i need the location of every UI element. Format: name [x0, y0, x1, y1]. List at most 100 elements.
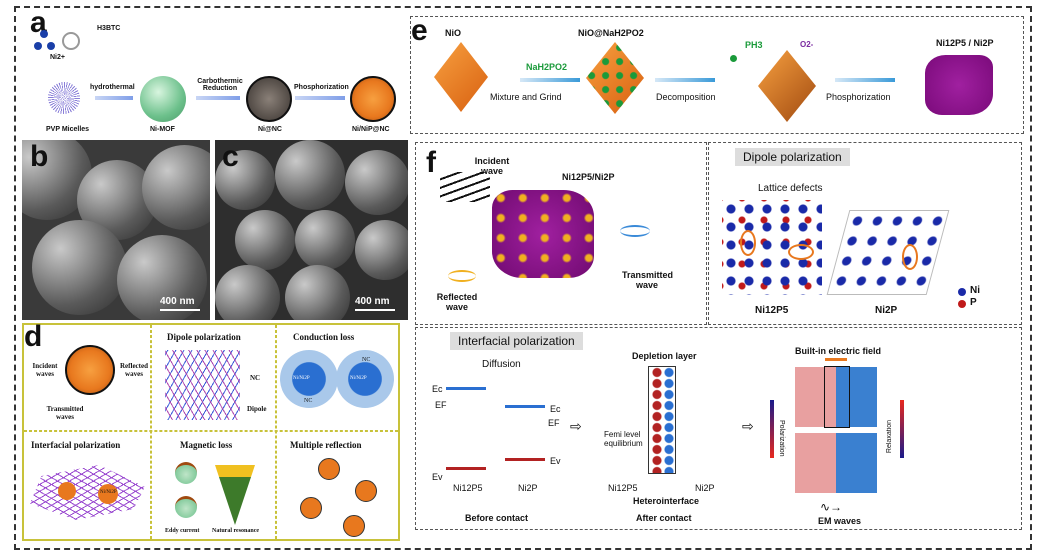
ph3-dot [730, 55, 737, 62]
ni-label: Ni2+ [50, 54, 65, 61]
ec-label: Ec [550, 404, 561, 414]
stage-label: NiO@NaH2PO2 [578, 28, 644, 38]
valence-band [505, 458, 545, 461]
eddy-current-label: Eddy current [165, 528, 200, 534]
incident-waves-label: Incident waves [32, 362, 58, 378]
panel-e-box [410, 16, 1024, 134]
reagent-label: NaH2PO2 [526, 62, 568, 72]
arrow-right-icon: ⇨ [742, 418, 754, 434]
ef-label: EF [548, 418, 560, 428]
core-label: Ni/Ni2P [350, 376, 367, 381]
cell-title: Dipole polarization [167, 332, 241, 342]
fermi-level-label: Femi level equilibrium [604, 430, 643, 448]
conduction-sphere [336, 350, 394, 408]
panel-f-wave-box [415, 142, 707, 325]
material-label: Ni12P5/Ni2P [562, 172, 615, 182]
ef-label: EF [435, 400, 447, 410]
p-legend-dot [958, 300, 966, 308]
cell-title: Multiple reflection [290, 440, 362, 450]
arrow-label: Phosphorization [294, 84, 349, 91]
arrow [196, 96, 240, 100]
ni-legend-label: Ni [970, 285, 980, 296]
diffusion-label: Diffusion [482, 359, 521, 370]
ni2p-label: Ni2P [695, 483, 715, 493]
step-label: Ni@NC [258, 126, 282, 133]
arrow [520, 78, 580, 82]
absorber-sphere [65, 345, 115, 395]
reflected-waves-label: Reflected waves [120, 362, 148, 378]
field-arrow [825, 358, 847, 361]
defect-ellipse [740, 230, 756, 256]
interfacial-title: Interfacial polarization [450, 332, 583, 350]
scale-bar-label: 400 nm [160, 296, 195, 307]
cell-title: Magnetic loss [180, 440, 233, 450]
nc-label: NC [250, 374, 261, 382]
ni-ion-icon [40, 30, 48, 38]
incident-wave-icon [440, 172, 490, 202]
arrow [835, 78, 895, 82]
step-label: Ni-MOF [150, 126, 175, 133]
relaxation-arrow [900, 400, 904, 458]
natural-resonance-label: Natural resonance [212, 528, 260, 534]
particle [98, 484, 118, 504]
ni-nip-nc-sphere [350, 76, 396, 122]
transmitted-wave-icon [620, 225, 650, 237]
dipole-label: Dipole [247, 405, 267, 413]
panel-e-label: e [411, 14, 428, 47]
scale-bar [355, 309, 395, 311]
h3btc-molecule-icon [62, 32, 80, 50]
lattice-defects-label: Lattice defects [758, 183, 823, 194]
scale-bar [160, 309, 200, 311]
arrow-label: Mixture and Grind [490, 92, 562, 102]
polarization-label: Polarization [778, 420, 785, 457]
pvp-micelle-icon [48, 82, 80, 114]
particle [355, 480, 377, 502]
particle [343, 515, 365, 537]
ec-label: Ec [432, 384, 443, 394]
nc-label: NC [304, 398, 313, 404]
eddy-sphere [175, 462, 197, 484]
arrow [655, 78, 715, 82]
particle [300, 497, 322, 519]
polarization-arrow [770, 400, 774, 458]
panel-c-label: c [222, 140, 239, 173]
before-contact-label: Before contact [465, 513, 529, 523]
ev-label: Ev [550, 456, 561, 466]
arrow-label: Decomposition [656, 92, 716, 102]
scale-bar-label: 400 nm [355, 296, 390, 307]
panel-b-label: b [30, 140, 49, 173]
ev-label: Ev [432, 472, 443, 482]
depletion-layer-label: Depletion layer [632, 351, 697, 361]
conduction-band [446, 387, 486, 390]
sem-image-c [215, 140, 408, 320]
cell-title: Interfacial polarization [31, 440, 121, 450]
reflected-wave-label: Reflected wave [436, 292, 478, 312]
panel-f-label: f [426, 146, 436, 179]
dipole-title: Dipole polarization [735, 148, 850, 166]
arrow-label: hydrothermal [90, 84, 135, 91]
ni-mof-sphere [140, 76, 186, 122]
ni12p5-label: Ni12P5 [755, 305, 789, 316]
o2-label: O2- [800, 40, 814, 49]
arrow-right-icon: ⇨ [570, 418, 582, 434]
h3btc-label: H3BTC [97, 25, 121, 32]
ni-nc-sphere [246, 76, 292, 122]
defect-ellipse [788, 244, 814, 260]
valence-band [446, 467, 486, 470]
transmitted-wave-label: Transmitted wave [622, 270, 674, 290]
em-wave-icon: ∿→ [820, 500, 843, 514]
conduction-sphere [280, 350, 338, 408]
transmitted-waves-label: Transmitted waves [46, 405, 84, 421]
arrow [295, 96, 345, 100]
stage-label: NiO [445, 28, 462, 38]
cell-title: Conduction loss [293, 332, 355, 342]
particle-label: Ni/Ni2P [100, 490, 117, 495]
particle [318, 458, 340, 480]
ni2p-label: Ni2P [875, 305, 898, 316]
built-in-field-label: Built-in electric field [795, 346, 882, 356]
ni12p5-ni2p-block [492, 190, 594, 278]
em-waves-label: EM waves [818, 516, 862, 526]
arrow-label: Carbothermic Reduction [197, 78, 243, 92]
sem-image-b [22, 140, 210, 320]
nc-label: NC [362, 357, 371, 363]
